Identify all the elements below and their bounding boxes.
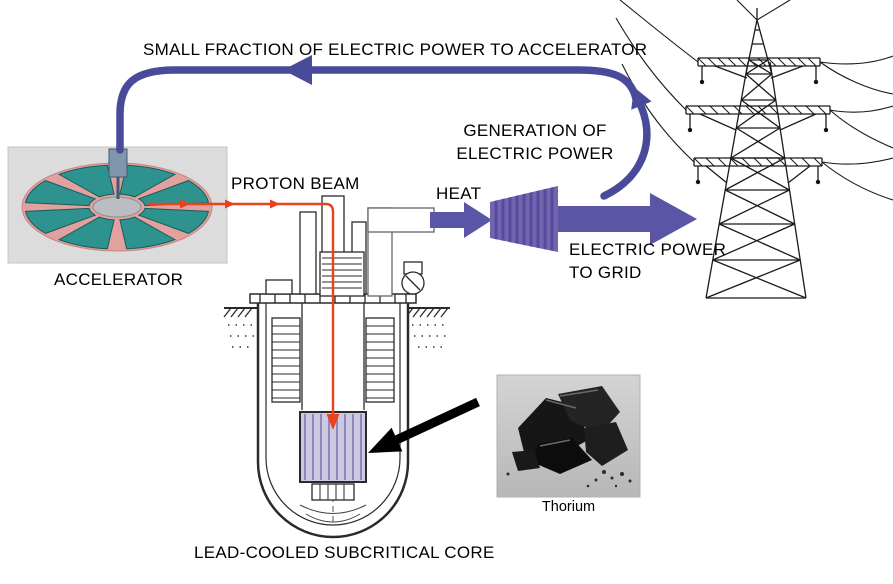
label-thorium: Thorium bbox=[541, 499, 596, 515]
power-flow-arrows bbox=[116, 55, 697, 252]
proton-beam-arrow bbox=[148, 199, 340, 430]
turbine-icon bbox=[490, 186, 558, 252]
label-core: LEAD-COOLED SUBCRITICAL CORE bbox=[194, 543, 495, 562]
thorium-pointer-arrow bbox=[368, 397, 480, 453]
reactor-illustration bbox=[223, 195, 450, 539]
ion-source bbox=[108, 148, 128, 178]
label-grid-line1: ELECTRIC POWER bbox=[569, 240, 727, 259]
label-grid-line2: TO GRID bbox=[569, 263, 642, 283]
loop-arrow bbox=[116, 55, 640, 154]
power-lines bbox=[615, 0, 893, 201]
cyclotron-sectors bbox=[24, 164, 210, 250]
thorium-photo bbox=[496, 374, 641, 498]
grid-arrow bbox=[558, 193, 697, 245]
label-generation-line1: GENERATION OF bbox=[463, 121, 607, 140]
label-generation-line2: ELECTRIC POWER bbox=[456, 144, 614, 164]
label-heat: HEAT bbox=[436, 184, 482, 203]
heat-arrow bbox=[430, 202, 492, 238]
label-power-to-accelerator: SMALL FRACTION OF ELECTRIC POWER TO ACCE… bbox=[143, 40, 648, 59]
label-generation: GENERATION OF ELECTRIC POWER bbox=[450, 119, 620, 166]
label-proton-beam: PROTON BEAM bbox=[231, 174, 360, 193]
label-electric-to-grid: ELECTRIC POWER TO GRID bbox=[569, 238, 726, 285]
label-accelerator: ACCELERATOR bbox=[54, 270, 184, 289]
transmission-tower-illustration bbox=[615, 0, 893, 299]
